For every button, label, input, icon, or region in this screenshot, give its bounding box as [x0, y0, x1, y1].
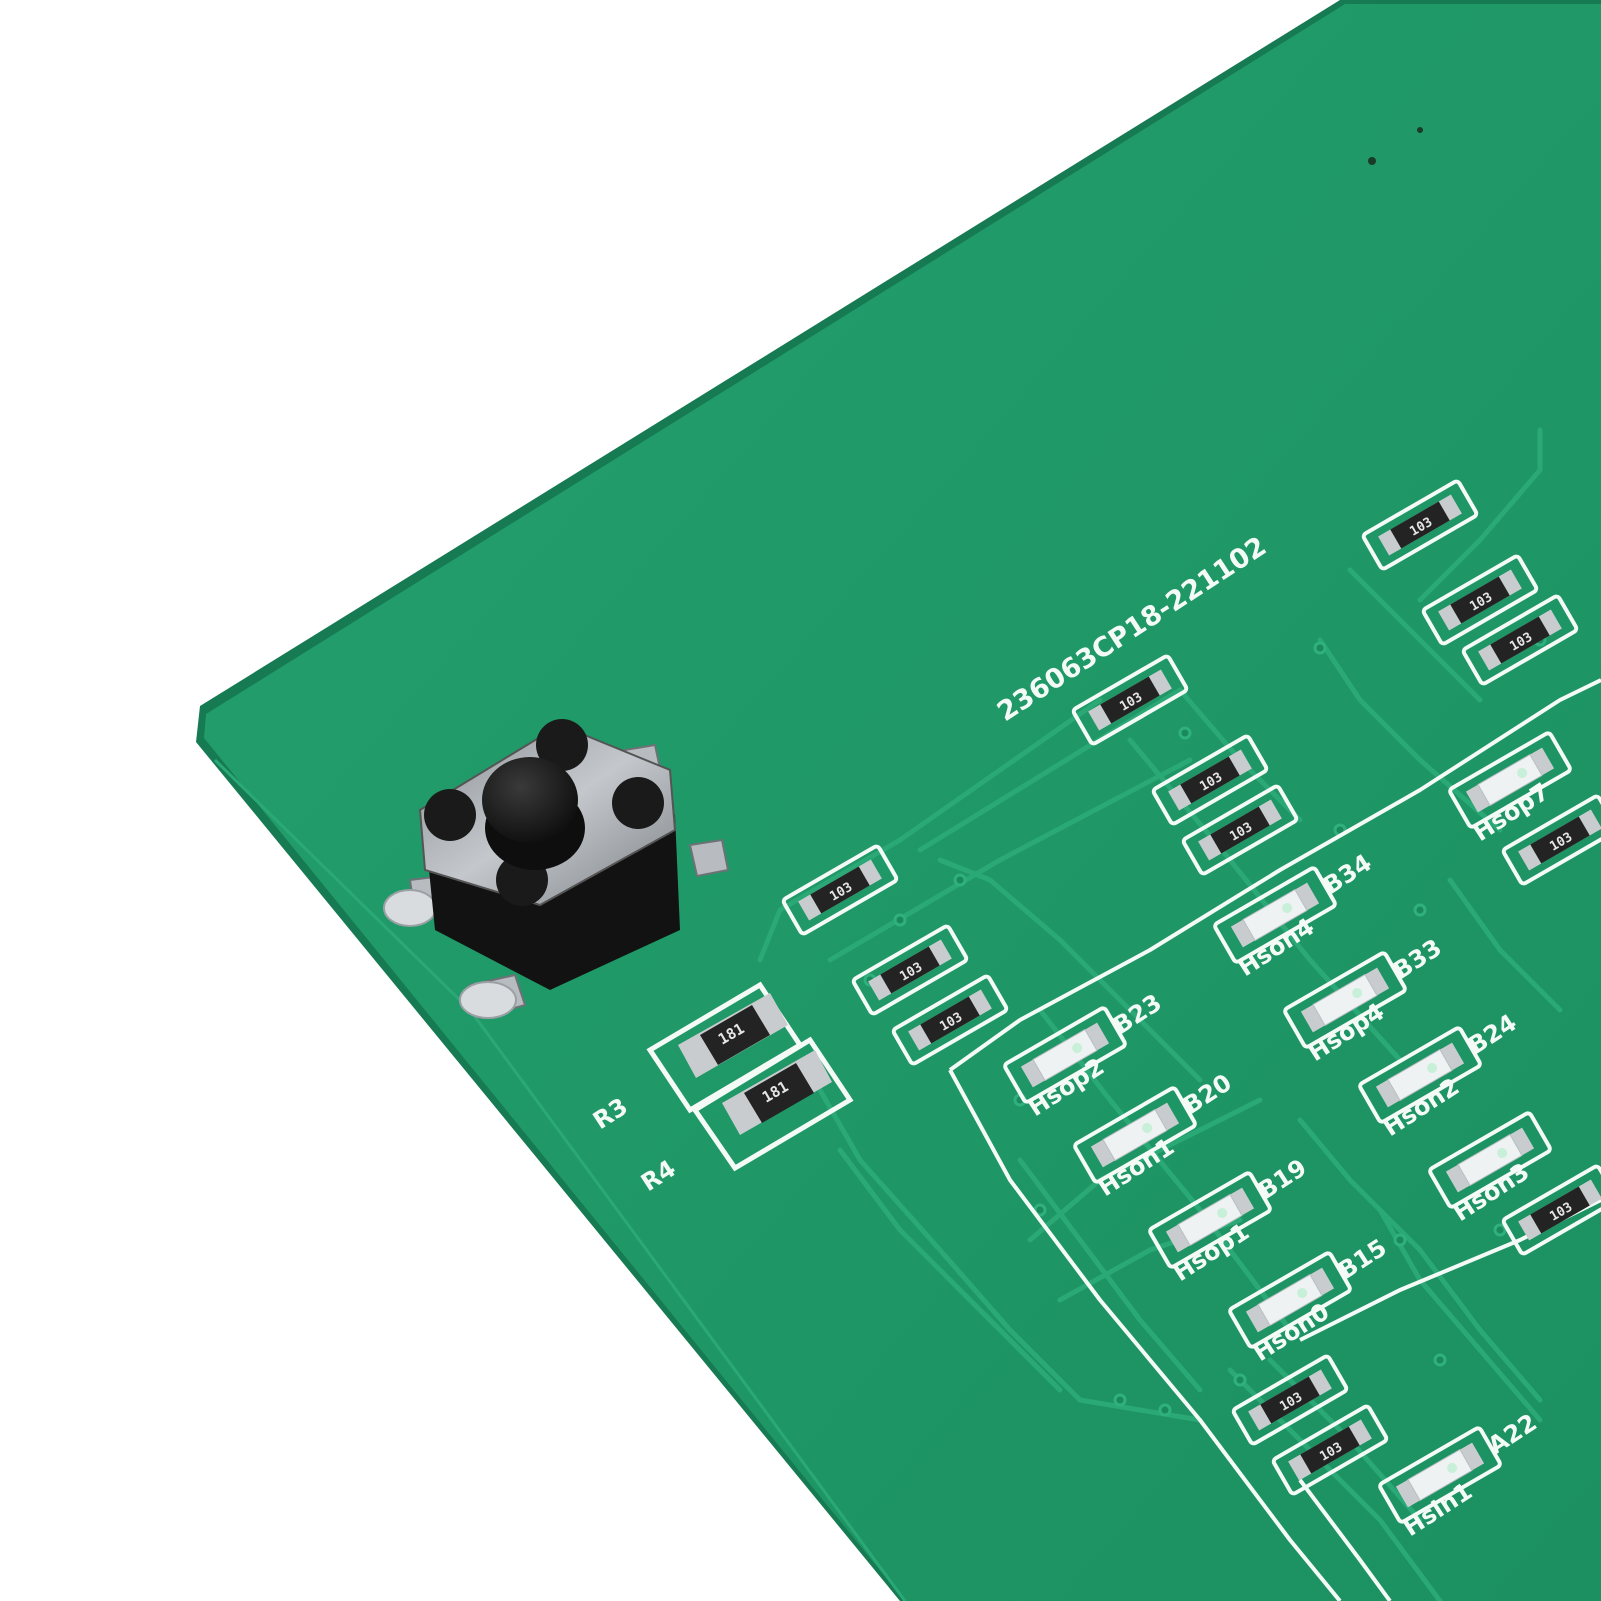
smd-resistor: 103	[1461, 594, 1579, 686]
smd-resistor: 103	[1071, 654, 1189, 746]
resistor-r3: 181 R3	[588, 981, 804, 1135]
pcb-board	[196, 0, 1601, 1601]
smd-resistor: 103	[851, 924, 969, 1016]
resistor-r4: 181 R4	[636, 1036, 854, 1197]
tactile-push-button-icon[interactable]	[383, 719, 730, 1020]
smd-resistor: 103	[1361, 479, 1479, 571]
smd-resistor: 103	[1501, 1164, 1601, 1256]
smd-resistor: 103	[1231, 1354, 1349, 1446]
smd-resistor: 103	[891, 974, 1009, 1066]
smd-resistor: 103	[1181, 784, 1299, 876]
smd-resistor: 103	[1421, 554, 1539, 646]
smd-resistor: 103	[1501, 794, 1601, 886]
